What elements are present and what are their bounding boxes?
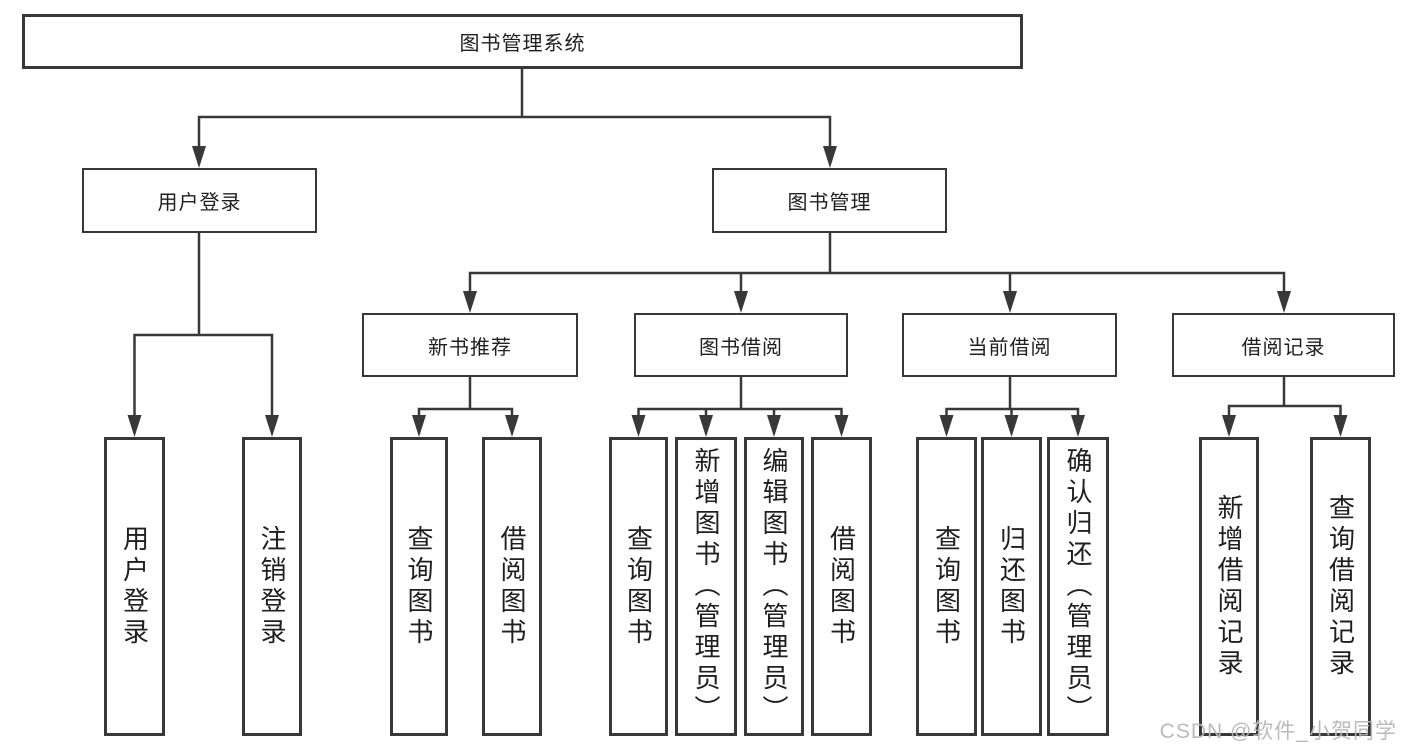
leaf-logout-label: 注销登录 (257, 524, 287, 649)
node-book-management: 图书管理 (712, 168, 947, 233)
leaf-logout: 注销登录 (242, 437, 302, 736)
leaf-query-borrow-record-label: 查询借阅记录 (1325, 493, 1356, 680)
leaf-edit-books-admin: 编辑图书（管理员） (744, 437, 804, 736)
node-root: 图书管理系统 (22, 14, 1023, 69)
node-borrowing-records-label: 借阅记录 (1241, 336, 1326, 359)
leaf-query-books-recommend: 查询图书 (390, 437, 448, 736)
node-borrowing-records: 借阅记录 (1172, 313, 1395, 377)
leaf-borrow-books-label: 借阅图书 (826, 524, 857, 649)
leaf-user-login: 用户登录 (104, 437, 165, 736)
node-new-book-recommend-label: 新书推荐 (428, 336, 512, 359)
node-current-borrowing-label: 当前借阅 (967, 336, 1052, 359)
node-new-book-recommend: 新书推荐 (362, 313, 578, 377)
leaf-add-books-admin: 新增图书（管理员） (675, 437, 737, 736)
leaf-query-books-recommend-label: 查询图书 (404, 524, 434, 649)
leaf-query-books-borrowing: 查询图书 (609, 437, 668, 736)
node-book-borrowing-label: 图书借阅 (699, 336, 783, 359)
node-book-management-label: 图书管理 (787, 192, 872, 214)
leaf-user-login-label: 用户登录 (119, 524, 150, 649)
leaf-add-borrow-record: 新增借阅记录 (1199, 437, 1259, 736)
node-user-login-label: 用户登录 (157, 192, 242, 214)
node-current-borrowing: 当前借阅 (902, 313, 1117, 377)
leaf-borrow-books-recommend: 借阅图书 (482, 437, 542, 736)
leaf-confirm-return-admin: 确认归还（管理员） (1047, 437, 1109, 736)
leaf-add-books-admin-label: 新增图书（管理员） (691, 447, 721, 726)
leaf-borrow-books: 借阅图书 (811, 437, 872, 736)
leaf-add-borrow-record-label: 新增借阅记录 (1214, 493, 1244, 680)
leaf-return-books-label: 归还图书 (996, 524, 1027, 649)
leaf-query-books-current-label: 查询图书 (931, 524, 962, 649)
leaf-confirm-return-admin-label: 确认归还（管理员） (1063, 447, 1093, 726)
node-root-label: 图书管理系统 (459, 33, 586, 55)
leaf-query-borrow-record: 查询借阅记录 (1310, 437, 1371, 736)
leaf-edit-books-admin-label: 编辑图书（管理员） (759, 447, 789, 726)
node-user-login: 用户登录 (82, 168, 317, 233)
leaf-query-books-current: 查询图书 (916, 437, 977, 736)
leaf-query-books-borrowing-label: 查询图书 (623, 524, 654, 649)
leaf-borrow-books-recommend-label: 借阅图书 (497, 524, 527, 649)
leaf-return-books: 归还图书 (981, 437, 1042, 736)
node-book-borrowing: 图书借阅 (634, 313, 848, 377)
csdn-watermark: CSDN @软件_小贺同学 (1159, 720, 1397, 743)
arrowheads (127, 146, 1348, 437)
